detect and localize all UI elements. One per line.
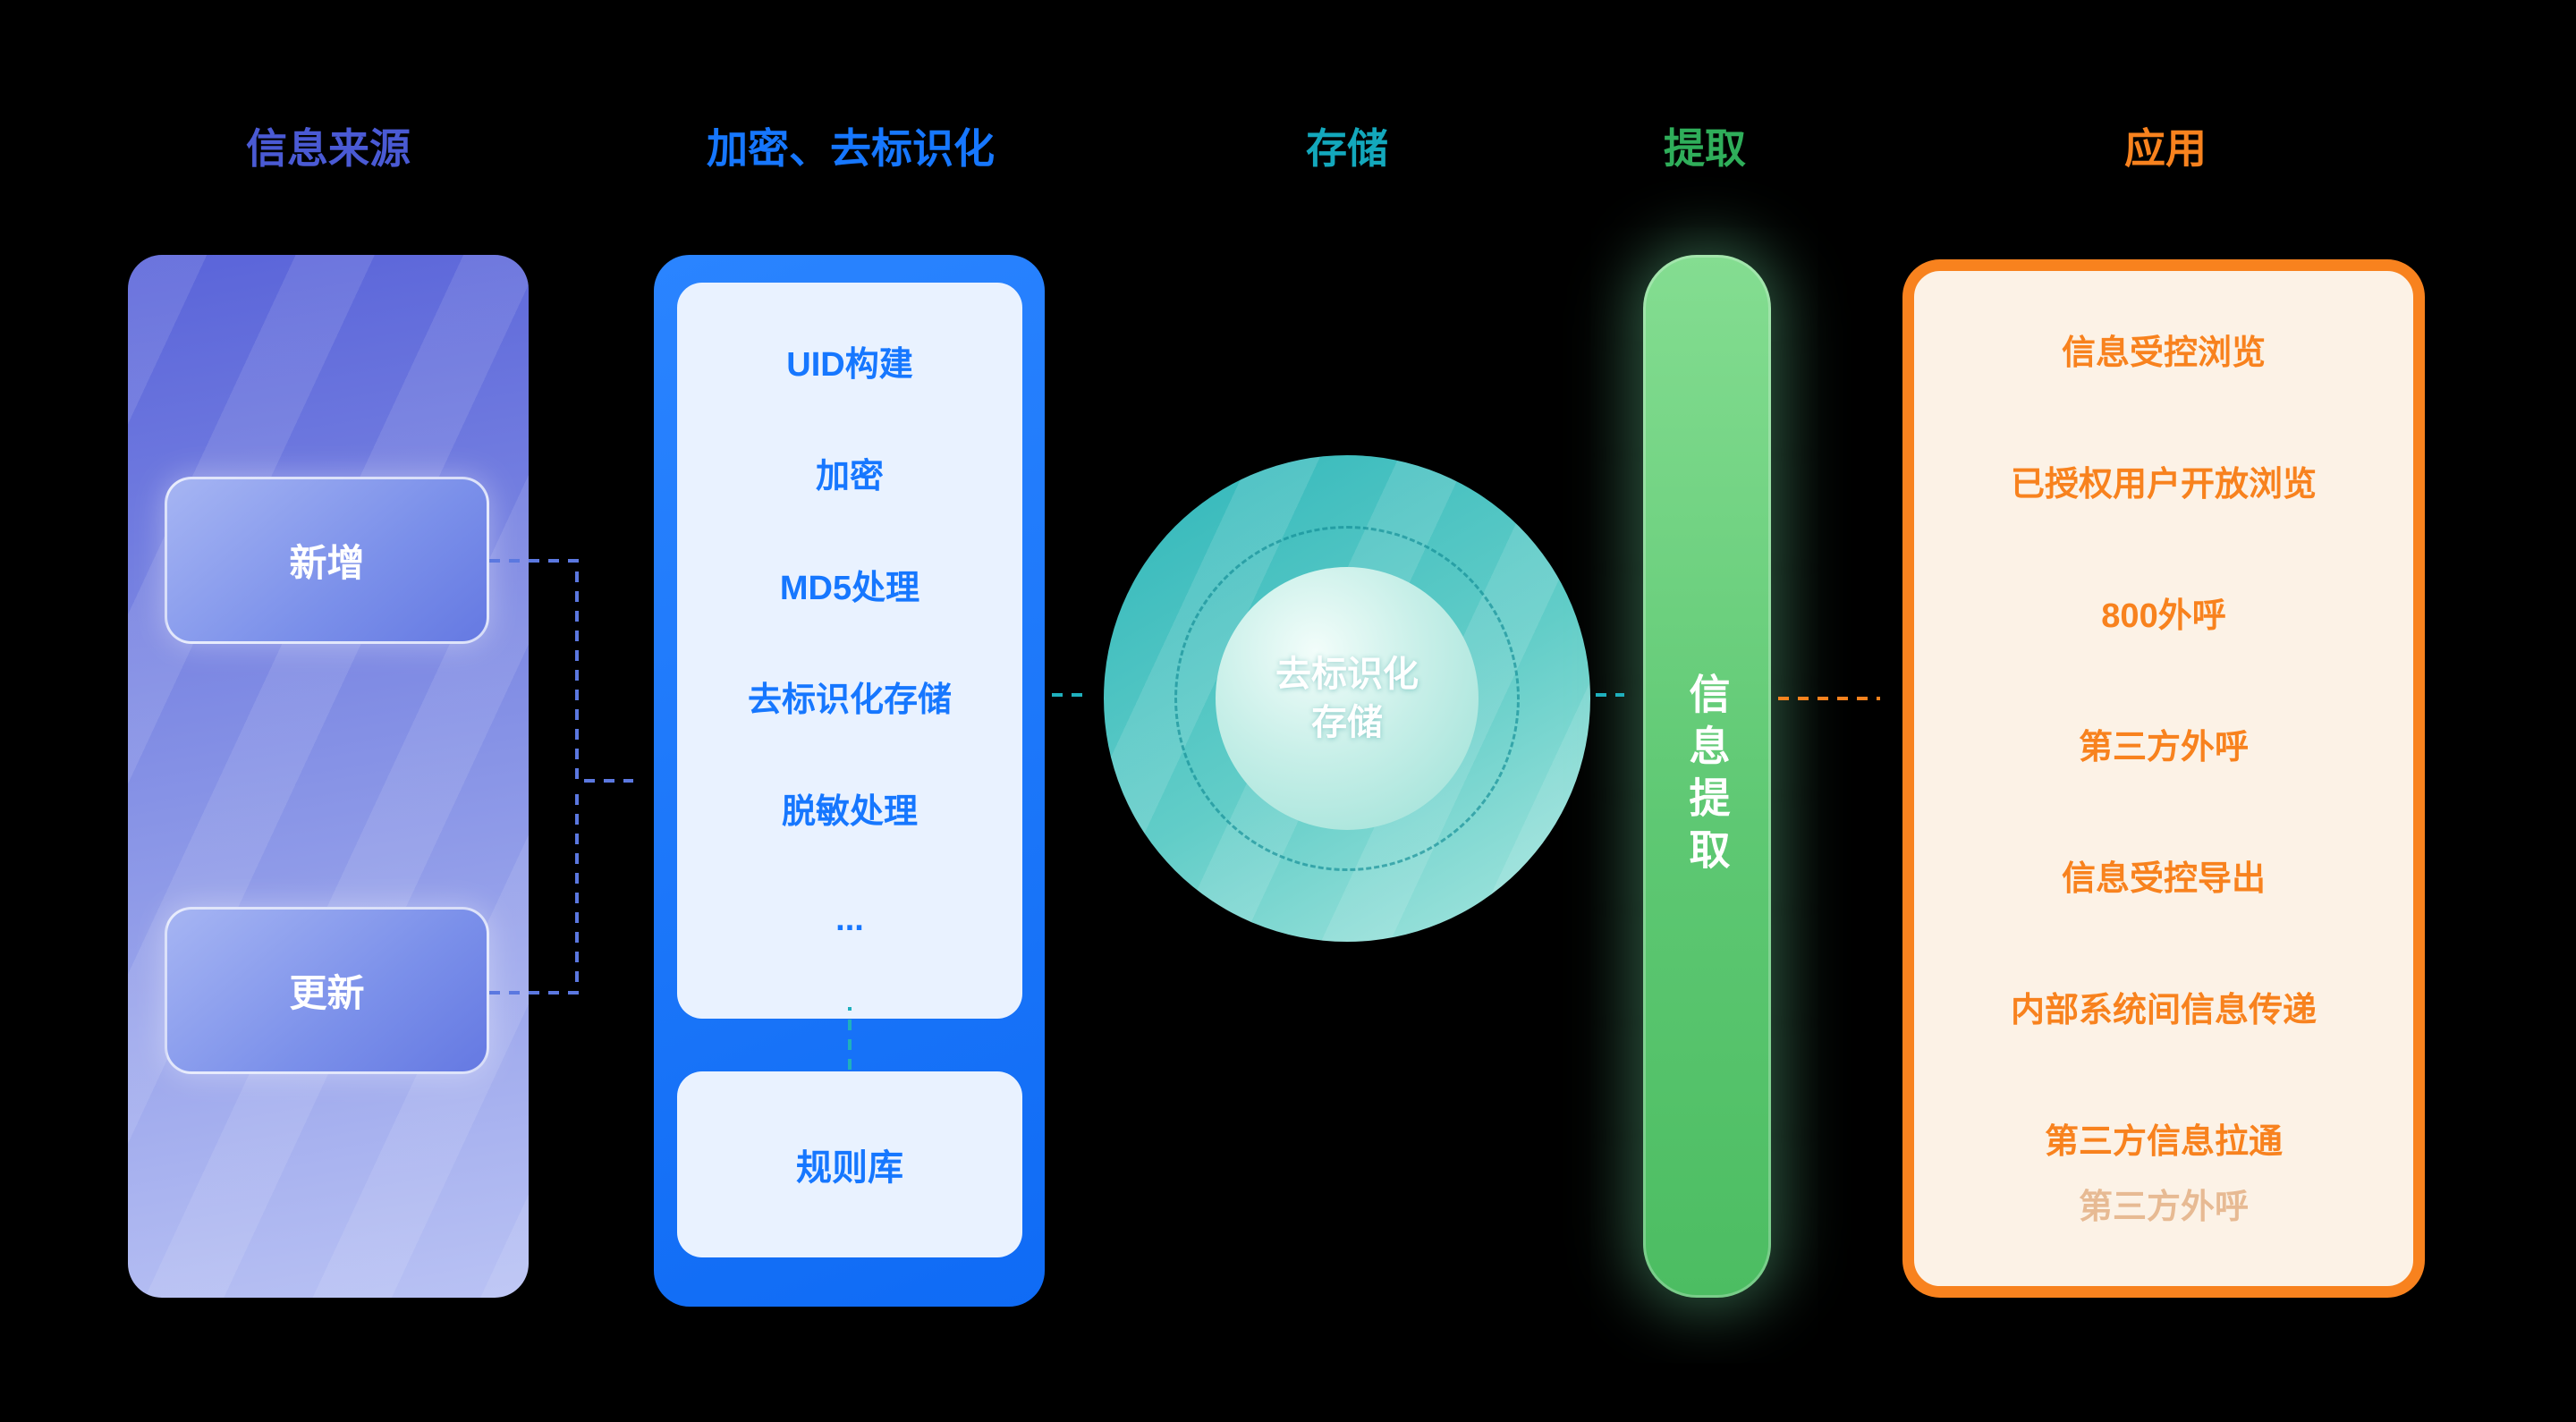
column-header-encrypt: 加密、去标识化	[707, 125, 995, 172]
source-panel: 新增 更新	[128, 255, 529, 1298]
storage-circle-label-line1: 去标识化	[1275, 655, 1419, 694]
storage-circle: 去标识化 存储	[1104, 455, 1590, 942]
source-node-update-label: 更新	[289, 972, 365, 1014]
source-node-new-label: 新增	[289, 542, 365, 584]
app-item: 第三方外呼	[2078, 729, 2249, 766]
app-item: 第三方信息拉通	[2044, 1123, 2283, 1161]
encrypt-step: MD5处理	[779, 570, 920, 607]
app-item: 800外呼	[2101, 597, 2226, 635]
rule-library-label: 规则库	[796, 1148, 903, 1188]
app-panel: 信息受控浏览 已授权用户开放浏览 800外呼 第三方外呼 信息受控导出 内部系统…	[1902, 259, 2425, 1298]
storage-inner-circle: 去标识化 存储	[1216, 567, 1479, 830]
storage-circle-label-line2: 存储	[1311, 703, 1383, 742]
encrypt-step-ellipsis: ...	[835, 901, 864, 938]
extract-bar: 信息提取	[1643, 255, 1771, 1298]
storage-circle-label: 去标识化 存储	[1275, 650, 1419, 747]
app-item: 信息受控导出	[2061, 860, 2266, 898]
encrypt-panel: UID构建 加密 MD5处理 去标识化存储 脱敏处理 ... 规则库	[654, 255, 1045, 1307]
column-header-source: 信息来源	[246, 125, 411, 172]
column-header-storage: 存储	[1306, 125, 1388, 172]
app-item: 已授权用户开放浏览	[2010, 466, 2317, 504]
encrypt-step: 去标识化存储	[747, 681, 952, 719]
source-node-update: 更新	[165, 907, 489, 1074]
column-header-extract: 提取	[1664, 125, 1746, 172]
rule-library-node: 规则库	[677, 1071, 1022, 1257]
encrypt-steps-list: UID构建 加密 MD5处理 去标识化存储 脱敏处理 ...	[677, 283, 1022, 1019]
encrypt-step: 加密	[815, 458, 884, 495]
app-item: 内部系统间信息传递	[2010, 992, 2317, 1029]
storage-dashed-ring	[1174, 526, 1520, 871]
extract-bar-label: 信息提取	[1683, 673, 1731, 880]
app-item-faded: 第三方外呼	[2078, 1189, 2249, 1226]
app-item: 信息受控浏览	[2061, 334, 2266, 372]
encrypt-step: UID构建	[786, 346, 913, 384]
encrypt-step: 脱敏处理	[781, 793, 918, 831]
column-header-app: 应用	[2124, 125, 2207, 172]
source-node-new: 新增	[165, 477, 489, 644]
